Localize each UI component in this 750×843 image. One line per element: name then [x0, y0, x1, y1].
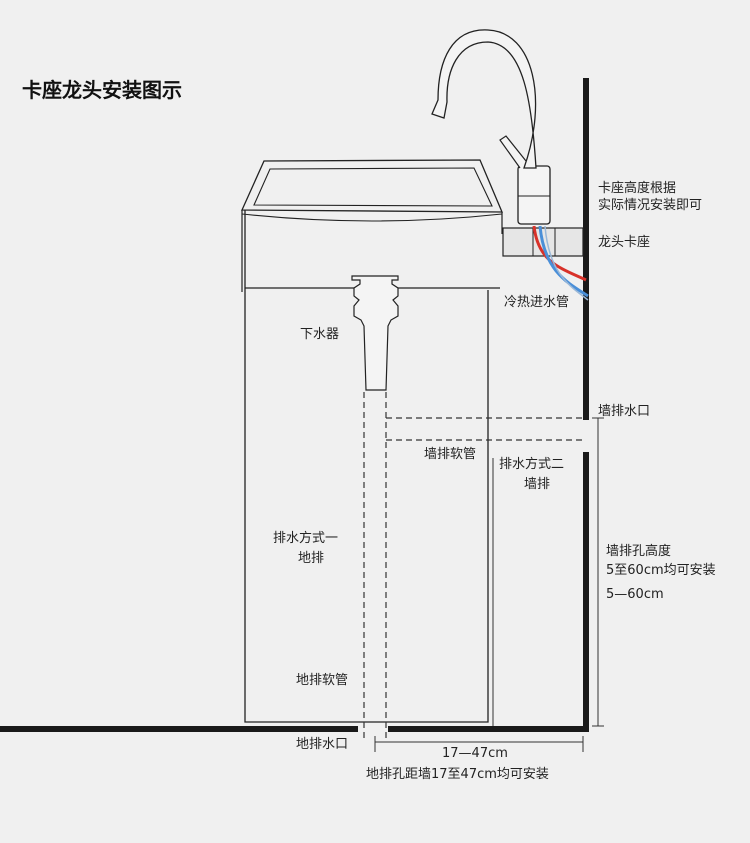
wall-lower	[583, 452, 589, 732]
floor-distance-label: 地排孔距墙17至47cm均可安装	[366, 767, 549, 782]
wall-outlet-label: 墙排水口	[598, 404, 651, 419]
basin-cabinet	[244, 210, 489, 723]
floor-range-label: 17—47cm	[442, 746, 508, 761]
height-note-line2: 实际情况安装即可	[598, 198, 703, 213]
height-note-line1: 卡座高度根据	[598, 181, 677, 196]
wall-hole-height-line2: 5至60cm均可安装	[606, 563, 716, 578]
method2-label-line1: 排水方式二	[499, 457, 565, 472]
wall-range-label: 5—60cm	[606, 587, 664, 602]
floor-outlet-label: 地排水口	[296, 737, 349, 752]
page-title: 卡座龙头安装图示	[22, 78, 182, 102]
floor-right	[388, 726, 589, 732]
faucet-seat-label: 龙头卡座	[598, 235, 651, 250]
drain-label: 下水器	[300, 327, 340, 342]
method2-label-line2: 墙排	[524, 477, 551, 492]
faucet-body	[517, 165, 551, 225]
method1-label-line2: 地排	[298, 551, 325, 566]
method1-label-line1: 排水方式一	[273, 531, 339, 546]
wall-hose-label: 墙排软管	[424, 447, 477, 462]
cold-water-pipe	[538, 225, 589, 298]
inlet-pipe-label: 冷热进水管	[504, 295, 570, 310]
basin-rim	[240, 159, 503, 213]
faucet-handle	[499, 135, 531, 169]
cold-water-pipe-outline	[544, 225, 589, 301]
floor-left	[0, 726, 358, 732]
drain-fitting	[351, 275, 399, 391]
basin-front	[241, 210, 503, 292]
basin-front-curve	[241, 213, 503, 222]
floor-hose-label: 地排软管	[296, 673, 349, 688]
wall-hole-height-line1: 墙排孔高度	[606, 544, 672, 559]
faucet-spout	[431, 29, 537, 169]
wall-upper	[583, 78, 589, 420]
basin-inner	[253, 167, 493, 207]
